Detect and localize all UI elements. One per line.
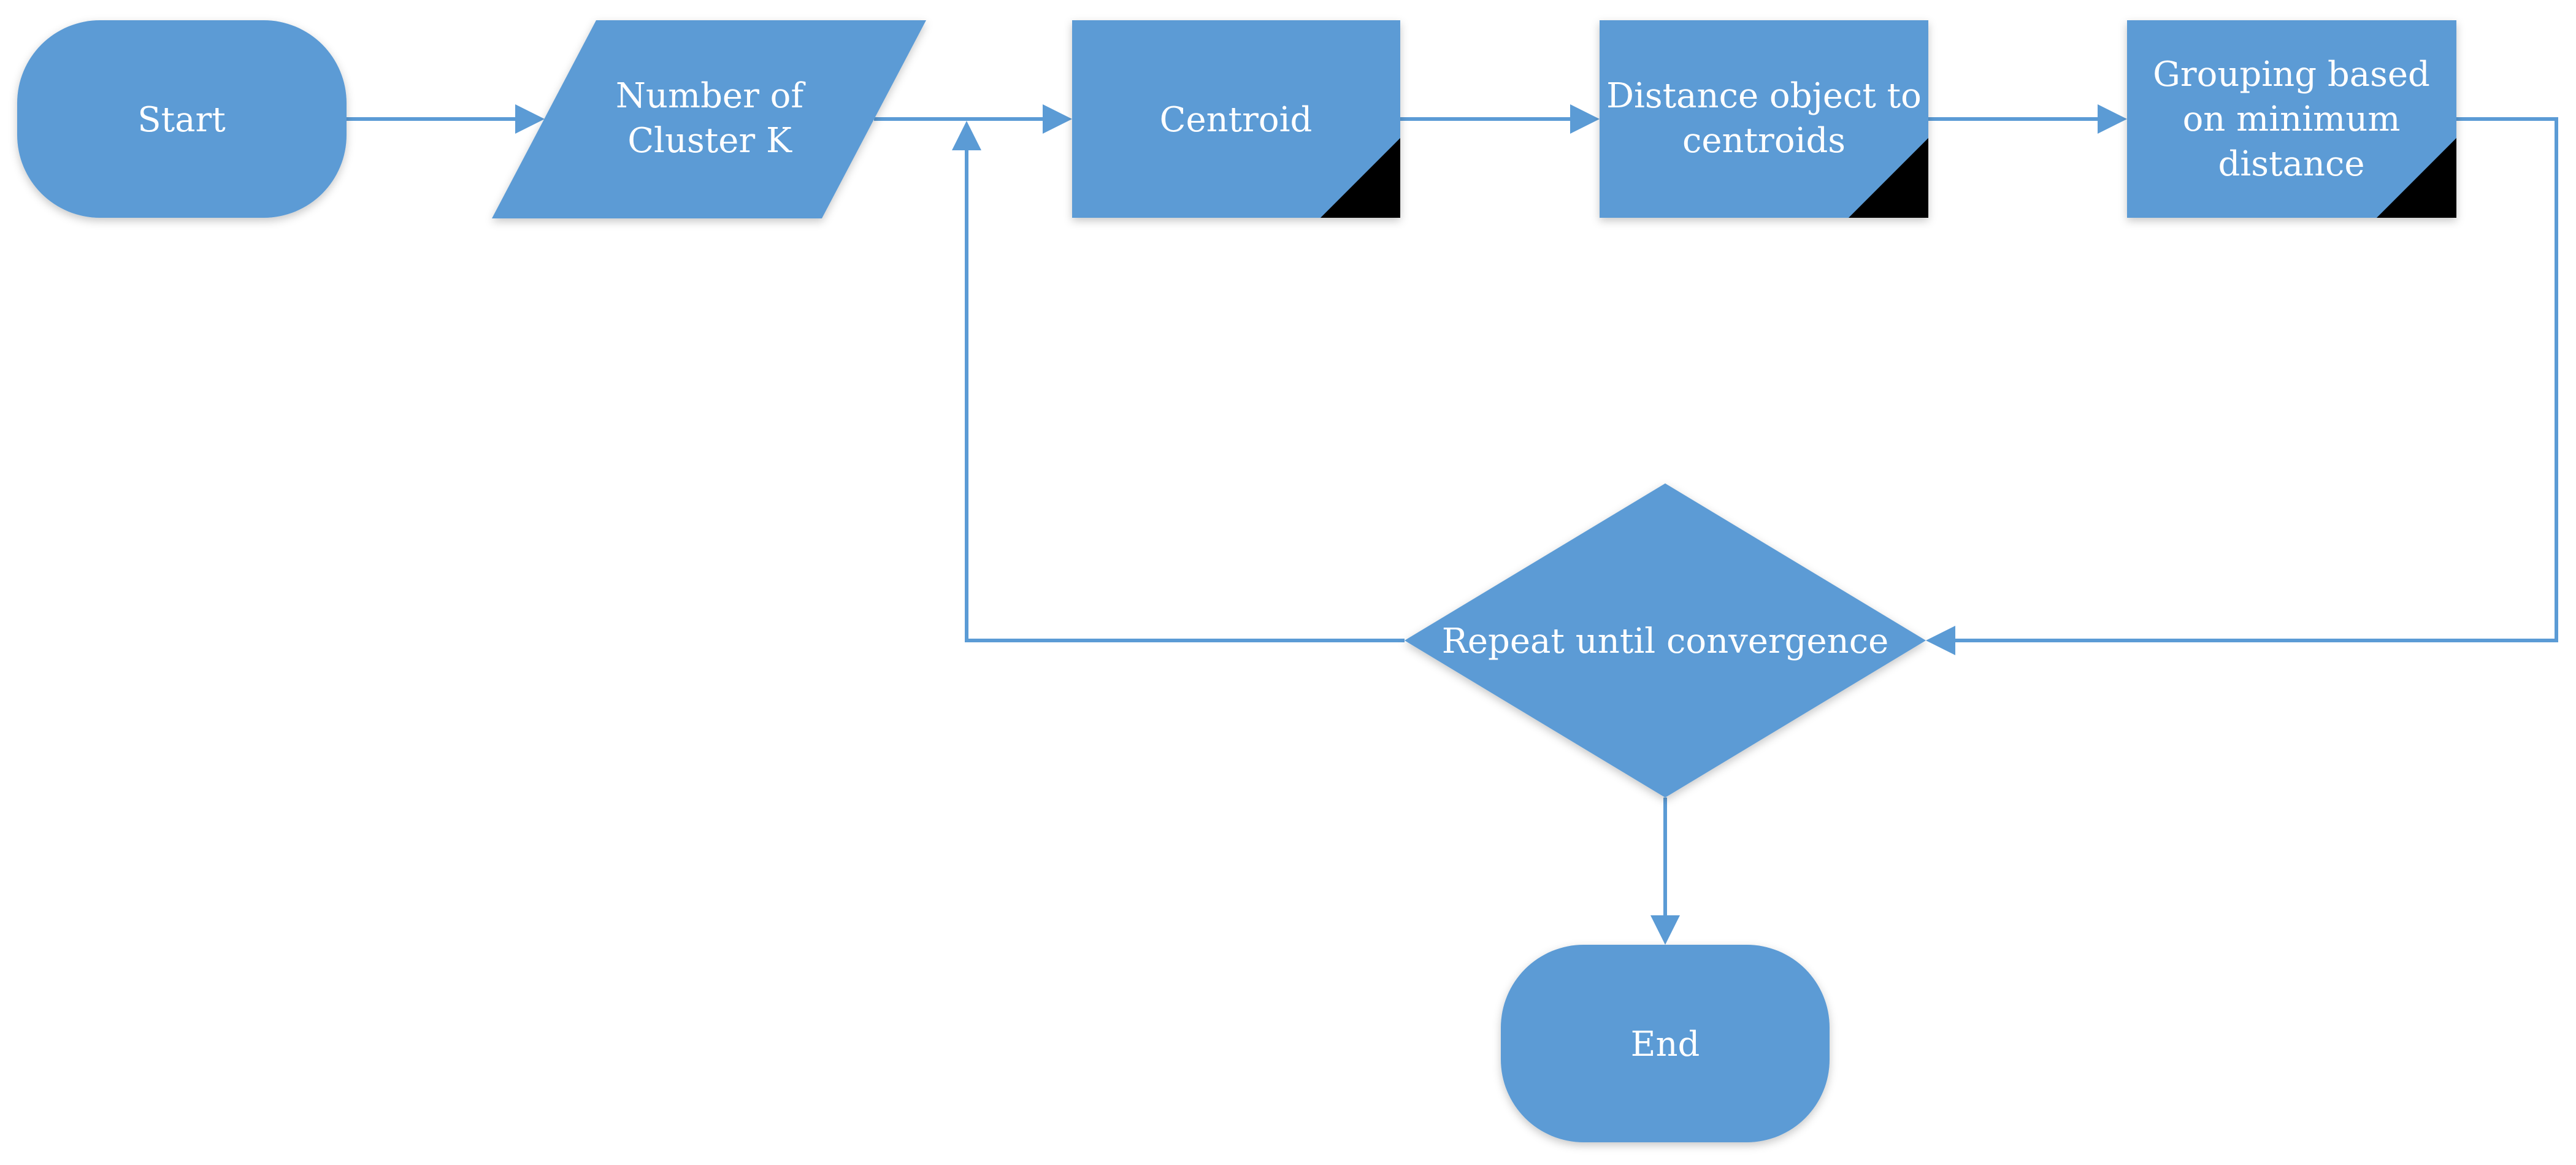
- arrowhead-grouping: [2098, 104, 2127, 134]
- arrowhead-loop: [952, 121, 981, 150]
- node-label: on minimum: [2183, 99, 2401, 139]
- node-label: Cluster K: [627, 121, 792, 161]
- node-start: Start: [17, 20, 347, 218]
- arrowhead-end: [1650, 915, 1680, 945]
- connectors: [347, 104, 2558, 945]
- node-label: centroids: [1682, 121, 1846, 161]
- folded-corner: [1321, 138, 1400, 218]
- folded-corner: [1849, 138, 1928, 218]
- terminator-shape: [1501, 945, 1830, 1142]
- node-label: Grouping based: [2153, 55, 2430, 94]
- arrowhead-num-clusters: [515, 104, 545, 134]
- terminator-shape: [17, 20, 347, 218]
- node-distance: Distance object to centroids: [1600, 20, 1928, 218]
- process-shape: [1600, 20, 1928, 218]
- node-label: Number of: [616, 76, 806, 116]
- decision-shape: [1405, 483, 1926, 798]
- node-label: Distance object to: [1606, 76, 1922, 116]
- node-centroid: Centroid: [1072, 20, 1400, 218]
- node-label: Centroid: [1160, 100, 1313, 140]
- node-grouping: Grouping based on minimum distance: [2127, 20, 2456, 218]
- edge-repeat-to-centroid-loop: [965, 141, 1405, 642]
- node-label: distance: [2218, 144, 2365, 184]
- folded-corner: [2377, 138, 2456, 218]
- arrowhead-distance: [1570, 104, 1600, 134]
- arrowhead-centroid: [1043, 104, 1072, 134]
- node-repeat-until-convergence: Repeat until convergence: [1405, 483, 1926, 798]
- node-label: Start: [137, 100, 226, 140]
- data-shape: [492, 20, 926, 218]
- node-label: End: [1631, 1025, 1700, 1064]
- node-end: End: [1501, 945, 1830, 1142]
- process-shape: [2127, 20, 2456, 218]
- process-shape: [1072, 20, 1400, 218]
- arrowhead-repeat: [1926, 626, 1955, 655]
- edge-grouping-to-repeat: [1947, 117, 2558, 642]
- node-label: Repeat until convergence: [1442, 621, 1889, 661]
- node-number-of-clusters: Number of Cluster K: [492, 20, 926, 218]
